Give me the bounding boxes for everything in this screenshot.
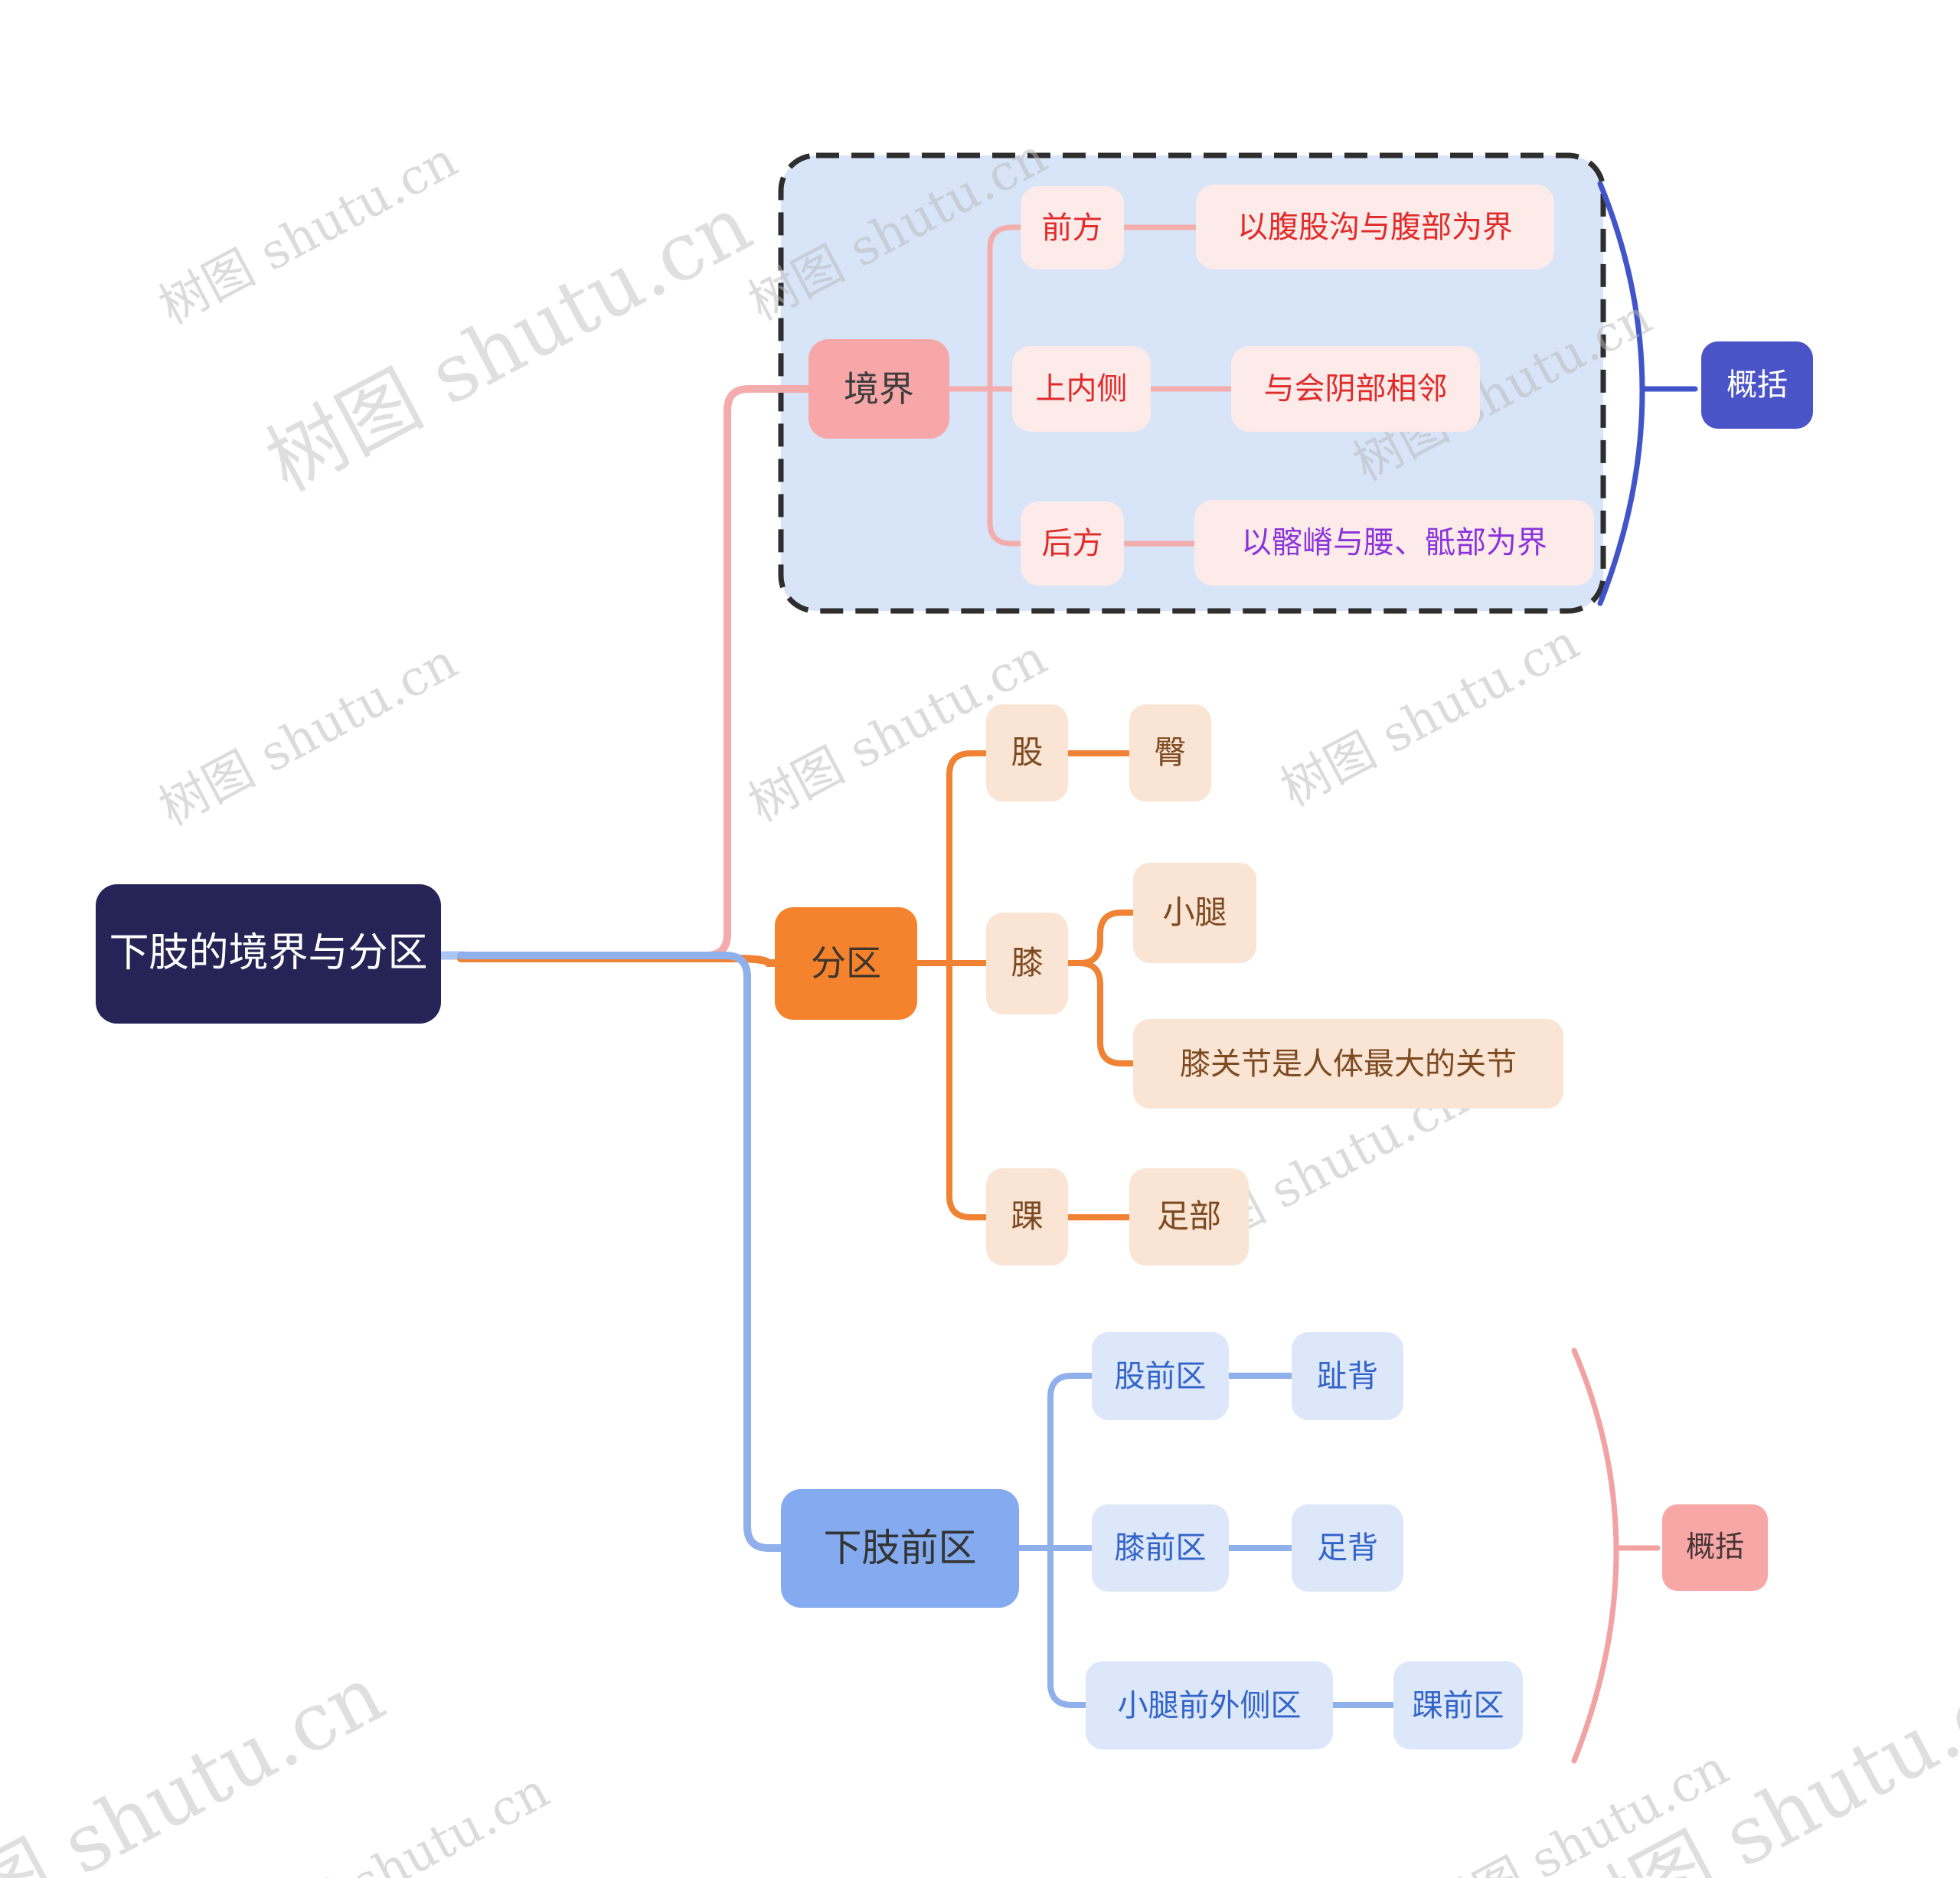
qianqu-connectors <box>1016 1373 1396 1708</box>
branch-jingjie[interactable]: 境界 <box>808 339 949 439</box>
summary-bracket-top <box>1597 181 1698 606</box>
node-xi[interactable]: 膝 <box>986 913 1068 1014</box>
node-xiaotui[interactable]: 小腿 <box>1133 863 1256 963</box>
connector-root-qianqu <box>457 952 785 1552</box>
branch-fenqu[interactable]: 分区 <box>775 907 917 1020</box>
summary-bottom-node[interactable]: 概括 <box>1662 1504 1768 1591</box>
node-xiguanjie-note[interactable]: 膝关节是人体最大的关节 <box>1133 1019 1563 1109</box>
summary-top-node[interactable]: 概括 <box>1701 341 1813 429</box>
root-node[interactable]: 下肢的境界与分区 <box>96 884 441 1024</box>
jingjie-connectors <box>946 224 1234 547</box>
branch-qianqu[interactable]: 下肢前区 <box>781 1489 1019 1608</box>
node-qianfang-desc[interactable]: 以腹股沟与腹部为界 <box>1196 185 1554 269</box>
node-xiqianqu[interactable]: 膝前区 <box>1092 1504 1229 1592</box>
node-guqianqu[interactable]: 股前区 <box>1092 1332 1229 1420</box>
node-huaiqianqu[interactable]: 踝前区 <box>1393 1661 1523 1749</box>
node-xiaotui-qianwaice-qu[interactable]: 小腿前外侧区 <box>1086 1661 1333 1749</box>
node-zubei[interactable]: 足背 <box>1292 1504 1403 1592</box>
node-shangneice-desc[interactable]: 与会阴部相邻 <box>1231 346 1480 432</box>
node-houfang[interactable]: 后方 <box>1021 501 1124 586</box>
node-houfang-desc[interactable]: 以髂嵴与腰、骶部为界 <box>1194 500 1594 586</box>
node-shangneice[interactable]: 上内侧 <box>1012 346 1151 432</box>
summary-bracket-bottom <box>1571 1347 1661 1764</box>
node-zubu[interactable]: 足部 <box>1129 1168 1249 1266</box>
node-huai[interactable]: 踝 <box>986 1168 1068 1266</box>
node-zhibei[interactable]: 趾背 <box>1292 1332 1403 1420</box>
fenqu-connectors <box>914 750 1136 1220</box>
connector-root-jingjie <box>457 385 812 959</box>
node-qianfang[interactable]: 前方 <box>1021 186 1124 269</box>
node-tun[interactable]: 臀 <box>1129 704 1211 802</box>
node-gu[interactable]: 股 <box>986 704 1068 802</box>
